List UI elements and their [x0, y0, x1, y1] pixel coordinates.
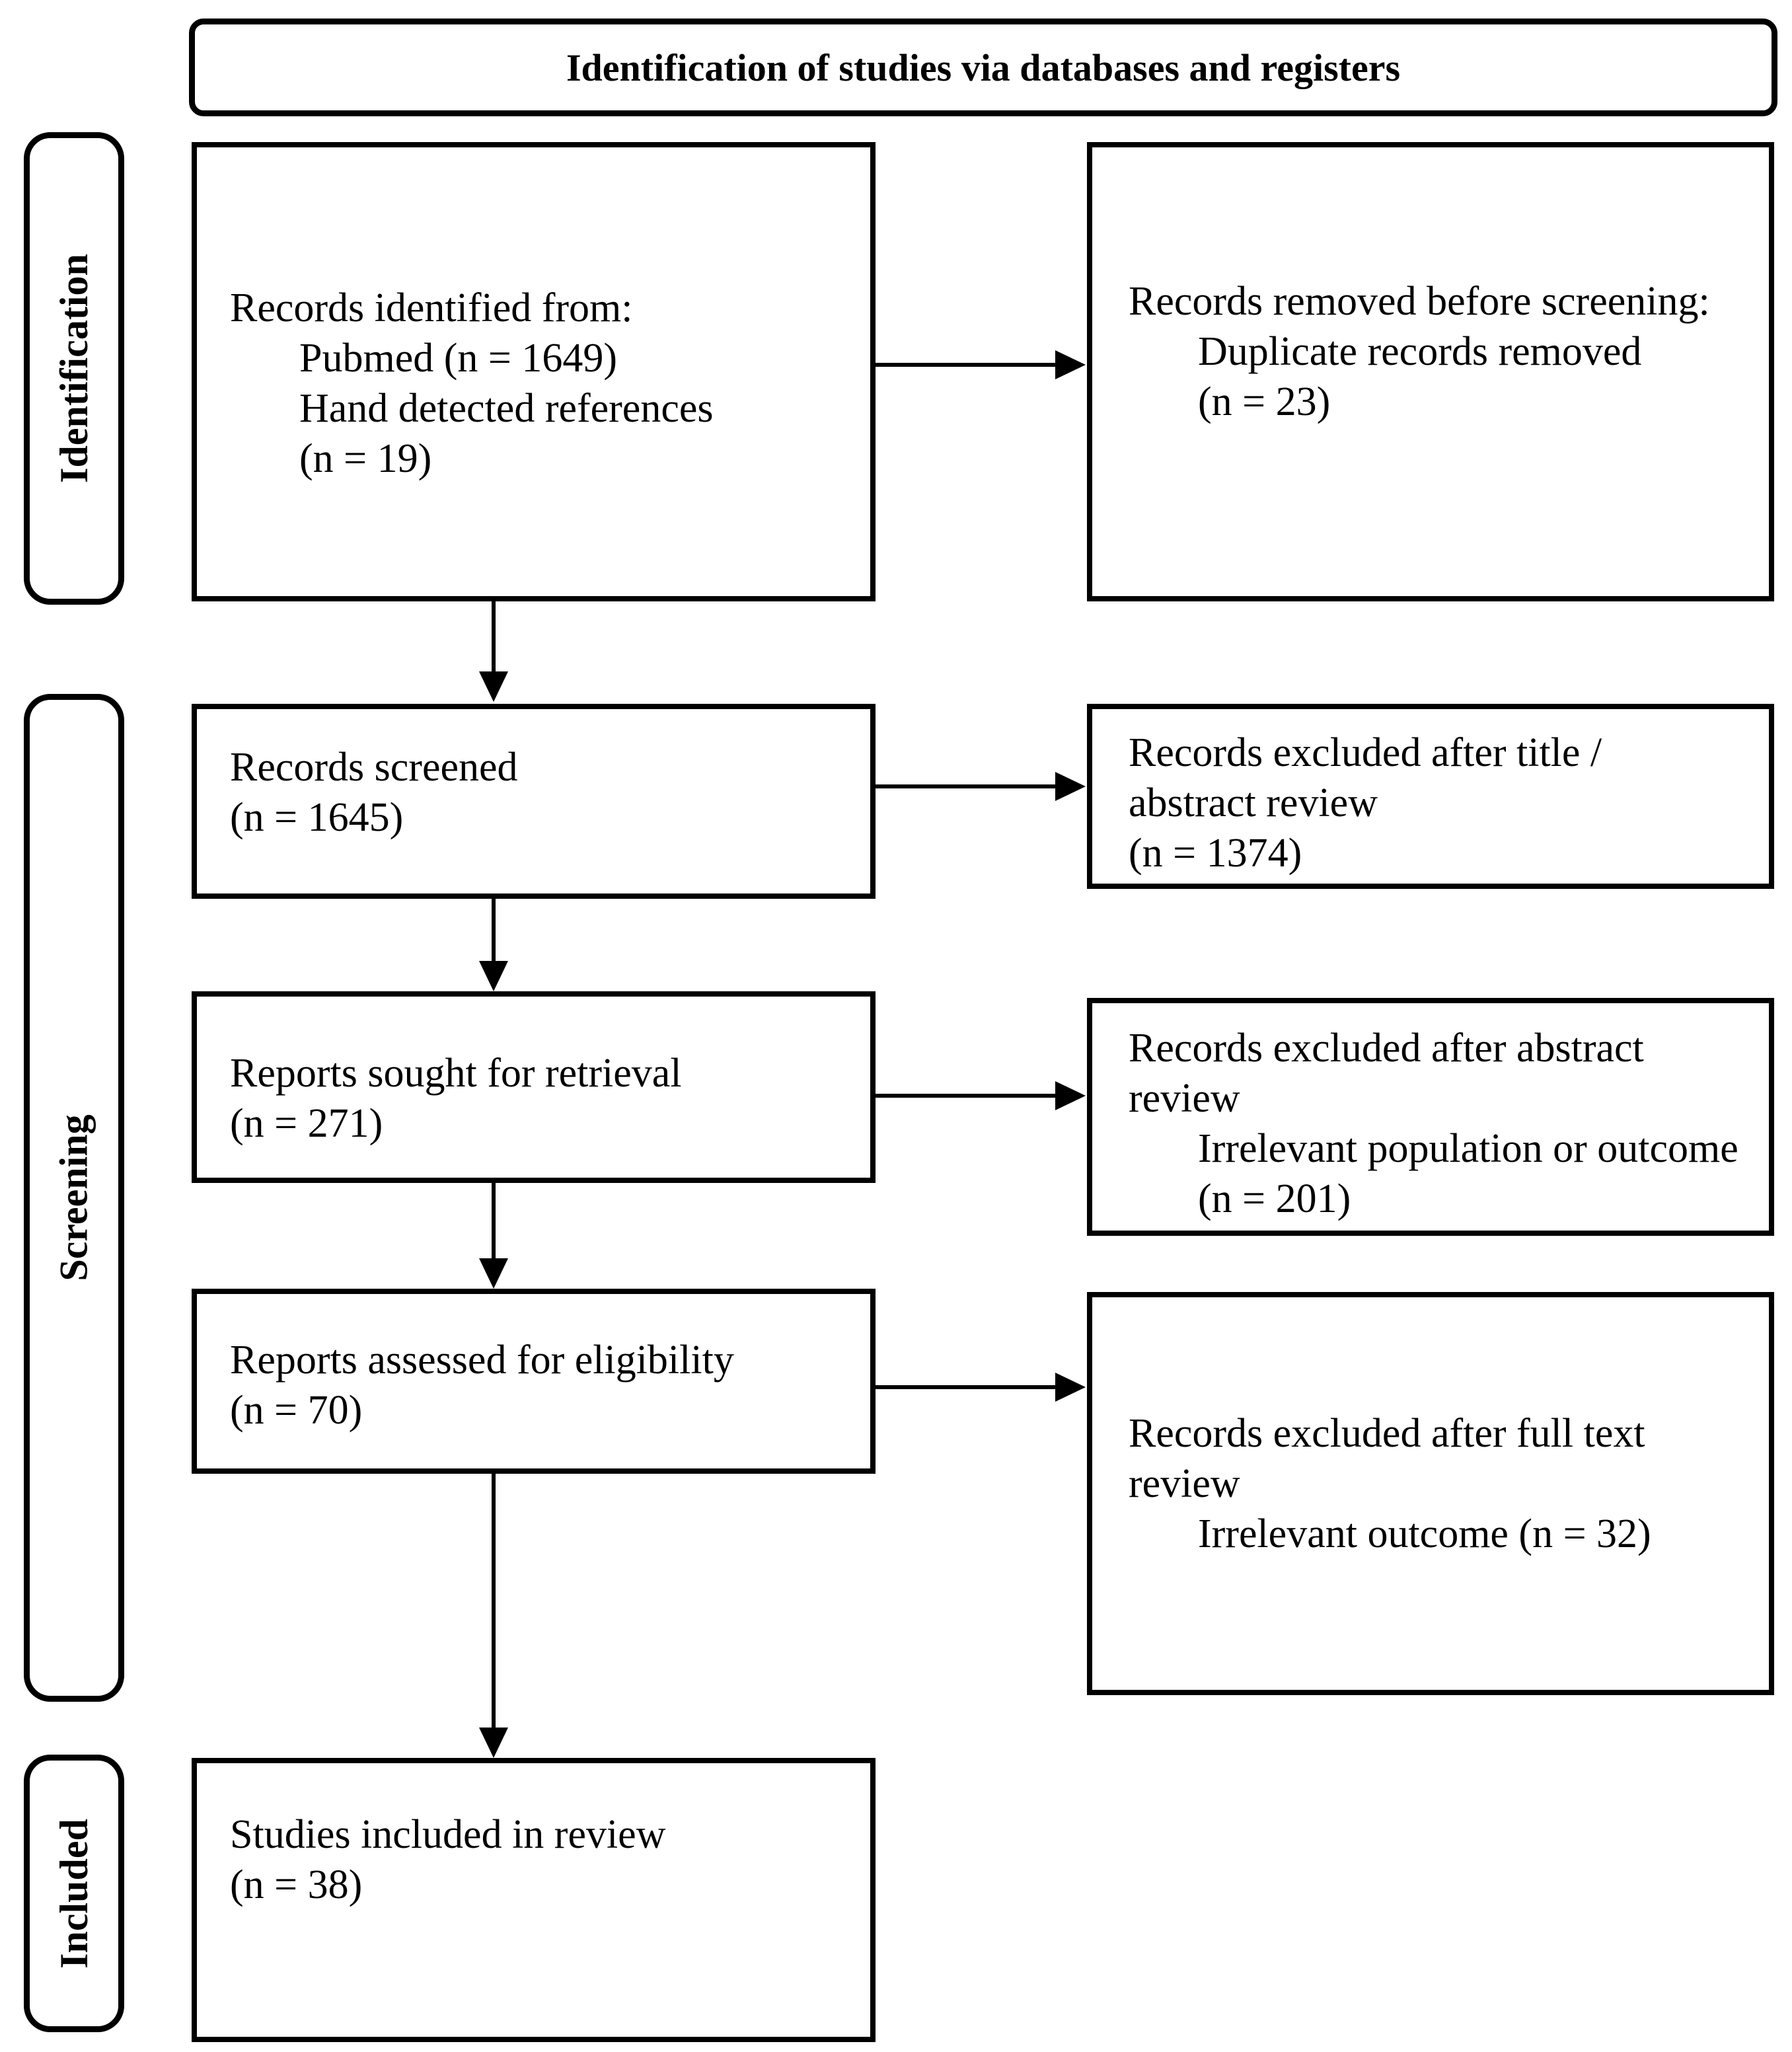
stage-label-identification-text: Identification — [52, 254, 96, 483]
box-records-screened: Records screened (n = 1645) — [192, 704, 876, 899]
box-records-excluded-abstract: Records excluded after abstract review I… — [1087, 998, 1774, 1236]
diagram-title: Identification of studies via databases … — [189, 19, 1777, 116]
box-studies-included: Studies included in review (n = 38) — [192, 1758, 876, 2042]
box-line: Records identified from: — [230, 285, 633, 330]
stage-label-included: Included — [24, 1755, 124, 2032]
box-line: (n = 70) — [230, 1388, 363, 1433]
box-line: Records removed before screening: — [1129, 279, 1710, 324]
box-reports-assessed: Reports assessed for eligibility (n = 70… — [192, 1289, 876, 1474]
box-line: (n = 19) — [299, 436, 432, 481]
box-line: (n = 201) — [1198, 1176, 1351, 1221]
box-records-excluded-fulltext: Records excluded after full text review … — [1087, 1292, 1774, 1695]
box-records-removed: Records removed before screening: Duplic… — [1087, 142, 1774, 601]
box-line: Reports sought for retrieval — [230, 1051, 682, 1096]
box-line: (n = 1645) — [230, 795, 404, 840]
box-line: (n = 271) — [230, 1101, 383, 1146]
arrow-identified-to-screened — [492, 601, 496, 671]
box-line: (n = 38) — [230, 1862, 363, 1907]
arrow-assessed-to-included — [492, 1474, 496, 1728]
box-line: Pubmed (n = 1649) — [299, 336, 617, 381]
box-line: Hand detected references — [299, 386, 714, 431]
box-line: Records excluded after full text — [1129, 1411, 1645, 1456]
arrow-sought-to-assessed — [492, 1183, 496, 1258]
box-line: abstract review — [1129, 780, 1378, 825]
arrow-screened-to-excluded-title — [876, 784, 1055, 788]
box-line: Records excluded after title / — [1129, 730, 1602, 775]
box-line: Studies included in review — [230, 1812, 666, 1857]
stage-label-screening: Screening — [24, 694, 124, 1702]
box-line: review — [1129, 1461, 1240, 1506]
box-records-identified: Records identified from: Pubmed (n = 164… — [192, 142, 876, 601]
arrow-identified-to-removed — [876, 363, 1055, 367]
stage-label-screening-text: Screening — [52, 1114, 96, 1281]
box-line: Duplicate records removed — [1198, 329, 1642, 374]
arrow-screened-to-sought — [492, 899, 496, 961]
box-line: Records excluded after abstract — [1129, 1026, 1644, 1071]
box-reports-sought: Reports sought for retrieval (n = 271) — [192, 991, 876, 1183]
diagram-title-text: Identification of studies via databases … — [566, 46, 1401, 89]
box-line: Irrelevant outcome (n = 32) — [1198, 1511, 1651, 1556]
box-records-excluded-title-abstract: Records excluded after title / abstract … — [1087, 704, 1774, 889]
stage-label-included-text: Included — [52, 1818, 96, 1969]
stage-label-identification: Identification — [24, 132, 124, 605]
box-line: Records screened — [230, 745, 518, 790]
box-line: review — [1129, 1076, 1240, 1121]
box-line: Irrelevant population or outcome — [1198, 1126, 1738, 1171]
arrow-assessed-to-excluded-fulltext — [876, 1385, 1055, 1389]
box-line: Reports assessed for eligibility — [230, 1338, 734, 1383]
arrow-sought-to-excluded-abstract — [876, 1094, 1055, 1098]
box-line: (n = 23) — [1198, 379, 1331, 424]
box-line: (n = 1374) — [1129, 831, 1302, 876]
